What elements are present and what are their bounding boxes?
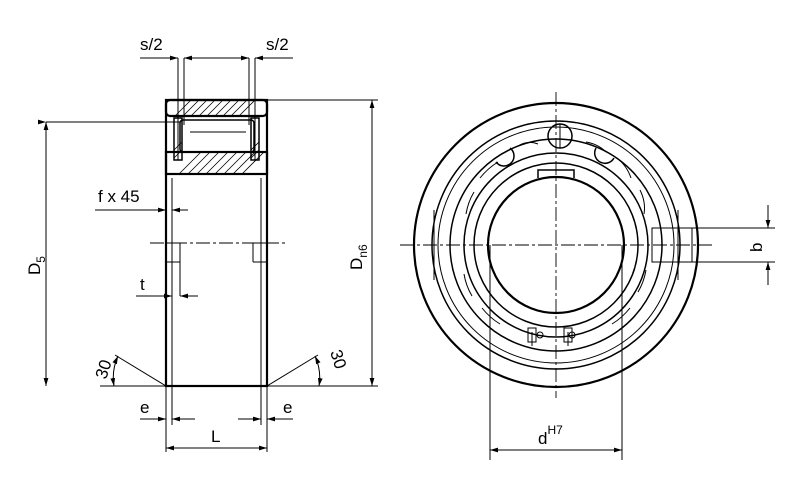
seal-hatching — [173, 141, 260, 159]
side-view — [150, 58, 285, 388]
sprag-pockets — [463, 141, 647, 325]
f-chamfer-label: f x 45 — [98, 187, 140, 206]
d-label: dH7 — [538, 423, 563, 448]
inner-ring-hatching — [178, 151, 265, 175]
front-view — [400, 92, 712, 398]
dimension-d5: D5 — [25, 121, 180, 386]
angle-right-label: 30 — [326, 347, 350, 371]
outer-notch-right — [651, 227, 693, 263]
spring-clips — [527, 327, 576, 346]
dimension-e: e e — [140, 386, 293, 452]
s-half-left-label: s/2 — [140, 35, 163, 54]
dimension-s-half: s/2 s/2 — [140, 35, 293, 61]
dimension-d: dH7 — [489, 245, 623, 460]
dimension-L: L — [166, 427, 267, 451]
d5-label: D5 — [25, 256, 48, 275]
e-left-label: e — [140, 398, 149, 417]
roller-cage — [179, 119, 255, 153]
dimension-dn6: Dn6 — [267, 99, 378, 387]
e-right-label: e — [283, 398, 292, 417]
s-half-right-label: s/2 — [266, 35, 289, 54]
t-label: t — [140, 275, 145, 294]
outer-ring-band — [164, 98, 269, 118]
dimension-f-chamfer: f x 45 — [95, 187, 188, 213]
dn6-label: Dn6 — [347, 244, 370, 270]
L-label: L — [211, 427, 220, 446]
outer-ring-hatching — [174, 99, 256, 117]
dimension-b: b — [692, 205, 775, 285]
dimension-angles: 30 30 — [92, 347, 350, 387]
angle-left-label: 30 — [92, 357, 116, 381]
dimension-t: t — [136, 275, 198, 299]
b-label: b — [747, 243, 766, 252]
